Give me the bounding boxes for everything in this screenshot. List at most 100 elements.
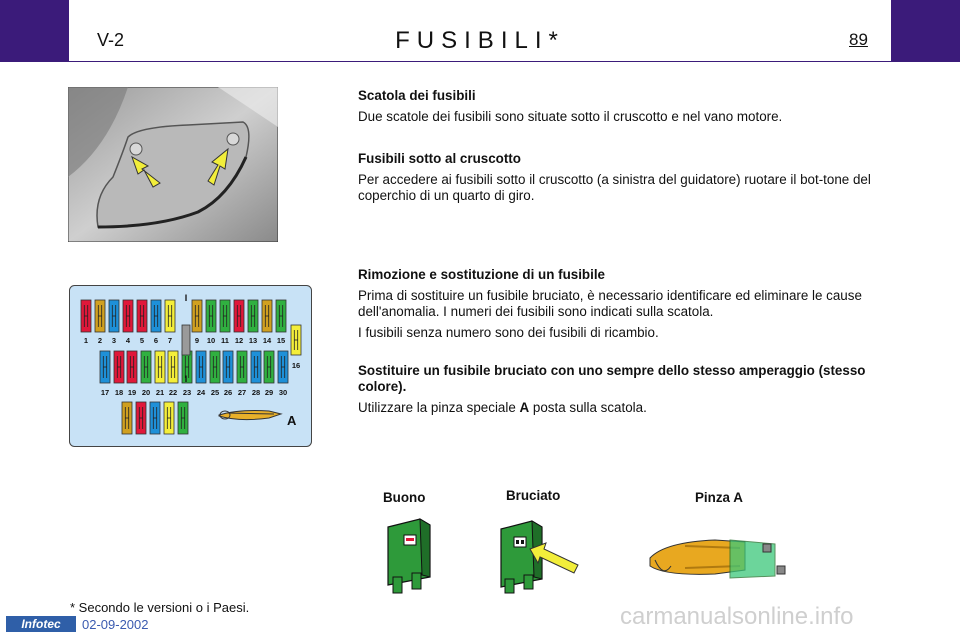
- fuse-number-label: 24: [197, 388, 206, 397]
- fuse-number-label: 3: [112, 336, 116, 345]
- fuse-number-label: 14: [263, 336, 272, 345]
- fuse-number-label: 27: [238, 388, 246, 397]
- section-heading: Fusibili sotto al cruscotto: [358, 151, 521, 166]
- fuse-icon: [150, 299, 162, 333]
- fuse-icon: [149, 401, 161, 435]
- section-replace-same-amperage: Sostituire un fusibile bruciato con uno …: [358, 363, 898, 421]
- fuse-icon: [250, 350, 262, 384]
- fuse-icon: [219, 299, 231, 333]
- fuse-icon: [222, 350, 234, 384]
- fuse-icon: [140, 350, 152, 384]
- fuse-number-label: 1: [84, 336, 88, 345]
- section-paragraph: Due scatole dei fusibili sono situate so…: [358, 109, 783, 124]
- fuse-icon: [108, 299, 120, 333]
- fuse-icon: [195, 350, 207, 384]
- fuse-number-label: 7: [168, 336, 172, 345]
- fuse-icon: [80, 299, 92, 333]
- section-code: V-2: [97, 30, 125, 50]
- fuse-icon: [277, 350, 289, 384]
- fuse-icon: [263, 350, 275, 384]
- marker-label: I: [185, 293, 188, 303]
- pliers-reference: A: [519, 400, 530, 415]
- fuse-icon: [163, 401, 175, 435]
- section-removal-replacement: Rimozione e sostituzione di un fusibile …: [358, 267, 898, 346]
- header-corner-right: [891, 0, 960, 62]
- paragraph-text: Utilizzare la pinza speciale: [358, 400, 520, 415]
- arrow-icon: [131, 155, 161, 188]
- arrow-icon: [207, 147, 229, 186]
- fuse-number-label: 29: [265, 388, 273, 397]
- section-heading: Sostituire un fusibile bruciato con uno …: [358, 363, 866, 394]
- fuse-icon: [205, 299, 217, 333]
- fuse-number-label: 9: [195, 336, 199, 345]
- fuse-icon: [261, 299, 273, 333]
- fuse-icon: [233, 299, 245, 333]
- fuse-number-label: 16: [292, 361, 300, 370]
- pliers-icon: [218, 410, 283, 421]
- section-dashboard-fuses: Fusibili sotto al cruscotto Per accedere…: [358, 151, 898, 209]
- fuse-icon: [164, 299, 176, 333]
- section-paragraph: Prima di sostituire un fusibile bruciato…: [358, 288, 862, 319]
- section-heading: Rimozione e sostituzione di un fusibile: [358, 267, 605, 282]
- page-number: 89: [849, 30, 868, 49]
- page-title: FUSIBILI*: [395, 27, 565, 54]
- fuse-icon: [290, 324, 302, 356]
- fuse-icon: [247, 299, 259, 333]
- fuse-number-label: 4: [126, 336, 131, 345]
- fuse-number-label: 21: [156, 388, 164, 397]
- section-heading: Scatola dei fusibili: [358, 88, 476, 103]
- fuse-icon: [113, 350, 125, 384]
- section-fuse-boxes: Scatola dei fusibili Due scatole dei fus…: [358, 88, 898, 130]
- burnt-fuse-icon: [500, 520, 579, 594]
- fuse-icon: [135, 401, 147, 435]
- fuse-number-label: 26: [224, 388, 232, 397]
- fuse-icon: [122, 299, 134, 333]
- fuse-icon: [181, 324, 191, 356]
- fuse-number-label: 28: [252, 388, 260, 397]
- fuse-number-label: 22: [169, 388, 177, 397]
- infotec-logo: Infotec: [6, 616, 76, 632]
- fuse-number-label: 23: [183, 388, 191, 397]
- fuse-number-label: 30: [279, 388, 287, 397]
- caption-pliers: Pinza A: [695, 490, 743, 505]
- fuse-number-label: 25: [211, 388, 219, 397]
- header-corner-left: [0, 0, 69, 62]
- fuse-icon: [275, 299, 287, 333]
- fuse-number-label: 18: [115, 388, 123, 397]
- fuse-number-label: 13: [249, 336, 257, 345]
- section-paragraph: Utilizzare la pinza speciale A posta sul…: [358, 400, 898, 416]
- marker-label: I: [185, 374, 188, 384]
- fuse-number-label: 11: [221, 336, 229, 345]
- fuse-icon: [94, 299, 106, 333]
- fuse-number-label: 2: [98, 336, 102, 345]
- fuse-number-label: 12: [235, 336, 243, 345]
- fuse-icon: [236, 350, 248, 384]
- fuse-icon: [126, 350, 138, 384]
- good-fuse-icon: [387, 518, 431, 594]
- section-paragraph: I fusibili senza numero sono dei fusibil…: [358, 325, 659, 340]
- fuse-number-label: 15: [277, 336, 285, 345]
- fuse-icon: [167, 350, 179, 384]
- fuse-icon: [154, 350, 166, 384]
- footnote: * Secondo le versioni o i Paesi.: [70, 600, 250, 615]
- fuse-number-label: 19: [128, 388, 136, 397]
- fuse-number-label: 6: [154, 336, 158, 345]
- caption-burnt-fuse: Bruciato: [506, 488, 561, 503]
- fuse-icon: [209, 350, 221, 384]
- pliers-label: A: [287, 413, 297, 428]
- watermark: carmanualsonline.info: [620, 603, 854, 630]
- fuse-number-label: 20: [142, 388, 150, 397]
- pliers-a-icon: [649, 539, 786, 579]
- fuse-icon: [136, 299, 148, 333]
- arrow-icon: [529, 542, 579, 574]
- paragraph-text: posta sulla scatola.: [529, 400, 647, 415]
- fuse-icon: [191, 299, 203, 333]
- fuse-icon: [177, 401, 189, 435]
- fuse-icon: [121, 401, 133, 435]
- caption-good-fuse: Buono: [383, 490, 426, 505]
- section-paragraph: Per accedere ai fusibili sotto il crusco…: [358, 172, 871, 203]
- fuse-number-label: 17: [101, 388, 109, 397]
- fuse-number-label: 10: [207, 336, 215, 345]
- fuse-number-label: 5: [140, 336, 144, 345]
